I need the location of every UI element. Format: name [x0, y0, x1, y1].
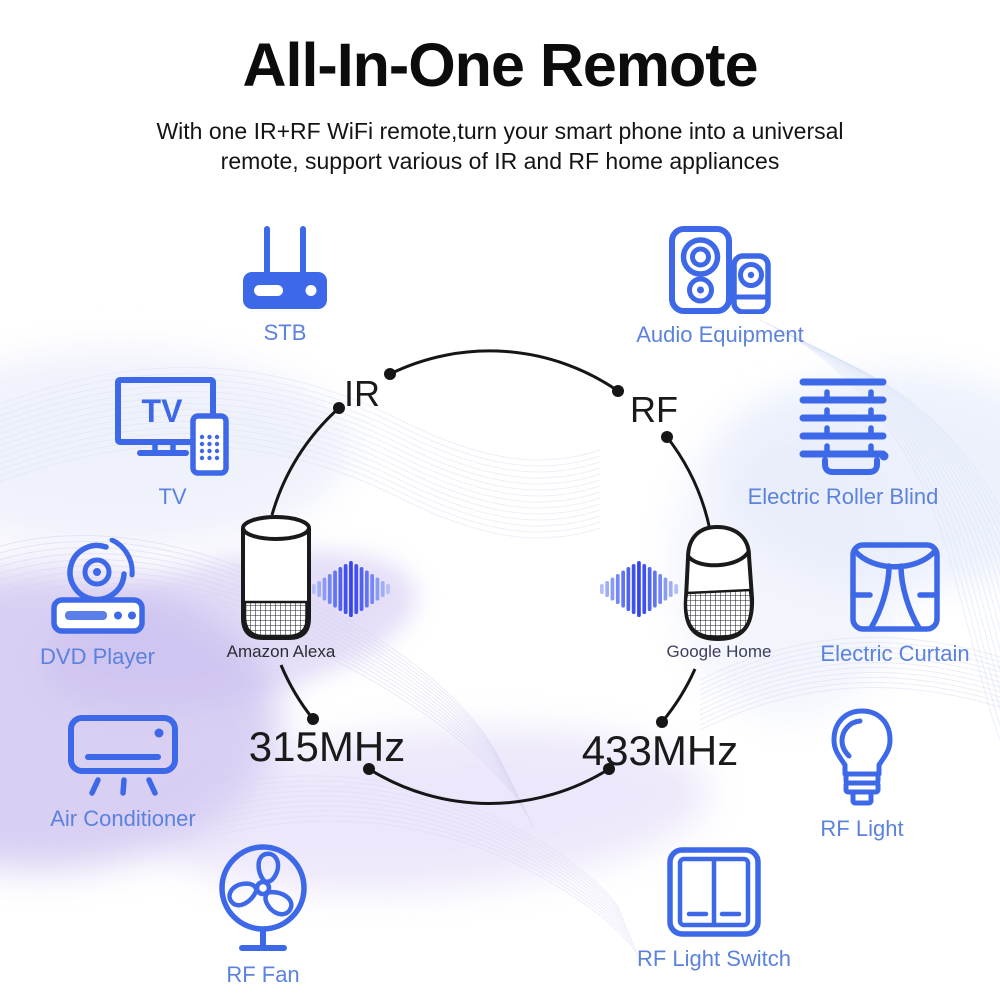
rf-light-icon — [831, 708, 893, 806]
sound-wave-right-icon — [600, 561, 678, 617]
device-label: STB — [263, 320, 307, 345]
amazon-alexa-label: Amazon Alexa — [226, 642, 336, 661]
device-label: Air Conditioner — [50, 806, 196, 831]
device-rf-fan: RF Fan — [178, 844, 348, 988]
device-dvd-player: DVD Player — [10, 538, 185, 670]
rf-light-switch-icon — [667, 847, 761, 937]
ir-label: IR — [344, 373, 380, 414]
device-rf-light: RF Light — [792, 708, 932, 842]
wave-line-texture — [0, 319, 1000, 956]
freq-315-label: 315MHz — [248, 723, 406, 770]
device-electric-curtain: Electric Curtain — [805, 541, 985, 667]
device-label: Audio Equipment — [636, 322, 804, 347]
subtitle-line2: remote, support various of IR and RF hom… — [220, 148, 780, 175]
device-air-conditioner: Air Conditioner — [23, 714, 223, 832]
google-home-label: Google Home — [666, 642, 772, 661]
freq-433-label: 433MHz — [581, 727, 739, 774]
device-label: RF Light — [820, 816, 904, 841]
tv-screen-text: TV — [141, 393, 183, 429]
rf-fan-icon — [219, 844, 307, 951]
device-audio-equipment: Audio Equipment — [620, 226, 820, 348]
stb-icon — [243, 226, 327, 309]
sound-wave-left-icon — [312, 561, 390, 617]
dvd-player-icon — [50, 538, 145, 634]
device-label: TV — [158, 484, 187, 509]
device-rf-light-switch: RF Light Switch — [624, 846, 804, 972]
audio-equipment-icon — [669, 226, 771, 314]
electric-roller-blind-icon — [799, 378, 889, 475]
device-label: RF Light Switch — [636, 946, 792, 971]
tv-icon: TV — [114, 377, 229, 476]
device-electric-roller-blind: Electric Roller Blind — [733, 374, 953, 510]
google-home-speaker-icon — [683, 525, 755, 641]
page-subtitle: With one IR+RF WiFi remote,turn your sma… — [0, 116, 1000, 177]
rf-label: RF — [630, 389, 678, 430]
device-label: Electric Roller Blind — [747, 484, 939, 509]
electric-curtain-icon — [850, 542, 940, 632]
device-label: DVD Player — [40, 644, 155, 669]
device-stb: STB — [190, 226, 380, 346]
device-label: Electric Curtain — [820, 641, 970, 666]
amazon-alexa-speaker-icon — [241, 515, 311, 640]
subtitle-line1: With one IR+RF WiFi remote,turn your sma… — [156, 118, 844, 144]
device-label: RF Fan — [226, 962, 300, 987]
connection-circle — [270, 349, 712, 805]
device-tv: TV TV — [85, 376, 260, 510]
air-conditioner-icon — [68, 715, 178, 796]
remote-buttons — [199, 434, 219, 461]
page-title: All-In-One Remote — [242, 31, 758, 99]
